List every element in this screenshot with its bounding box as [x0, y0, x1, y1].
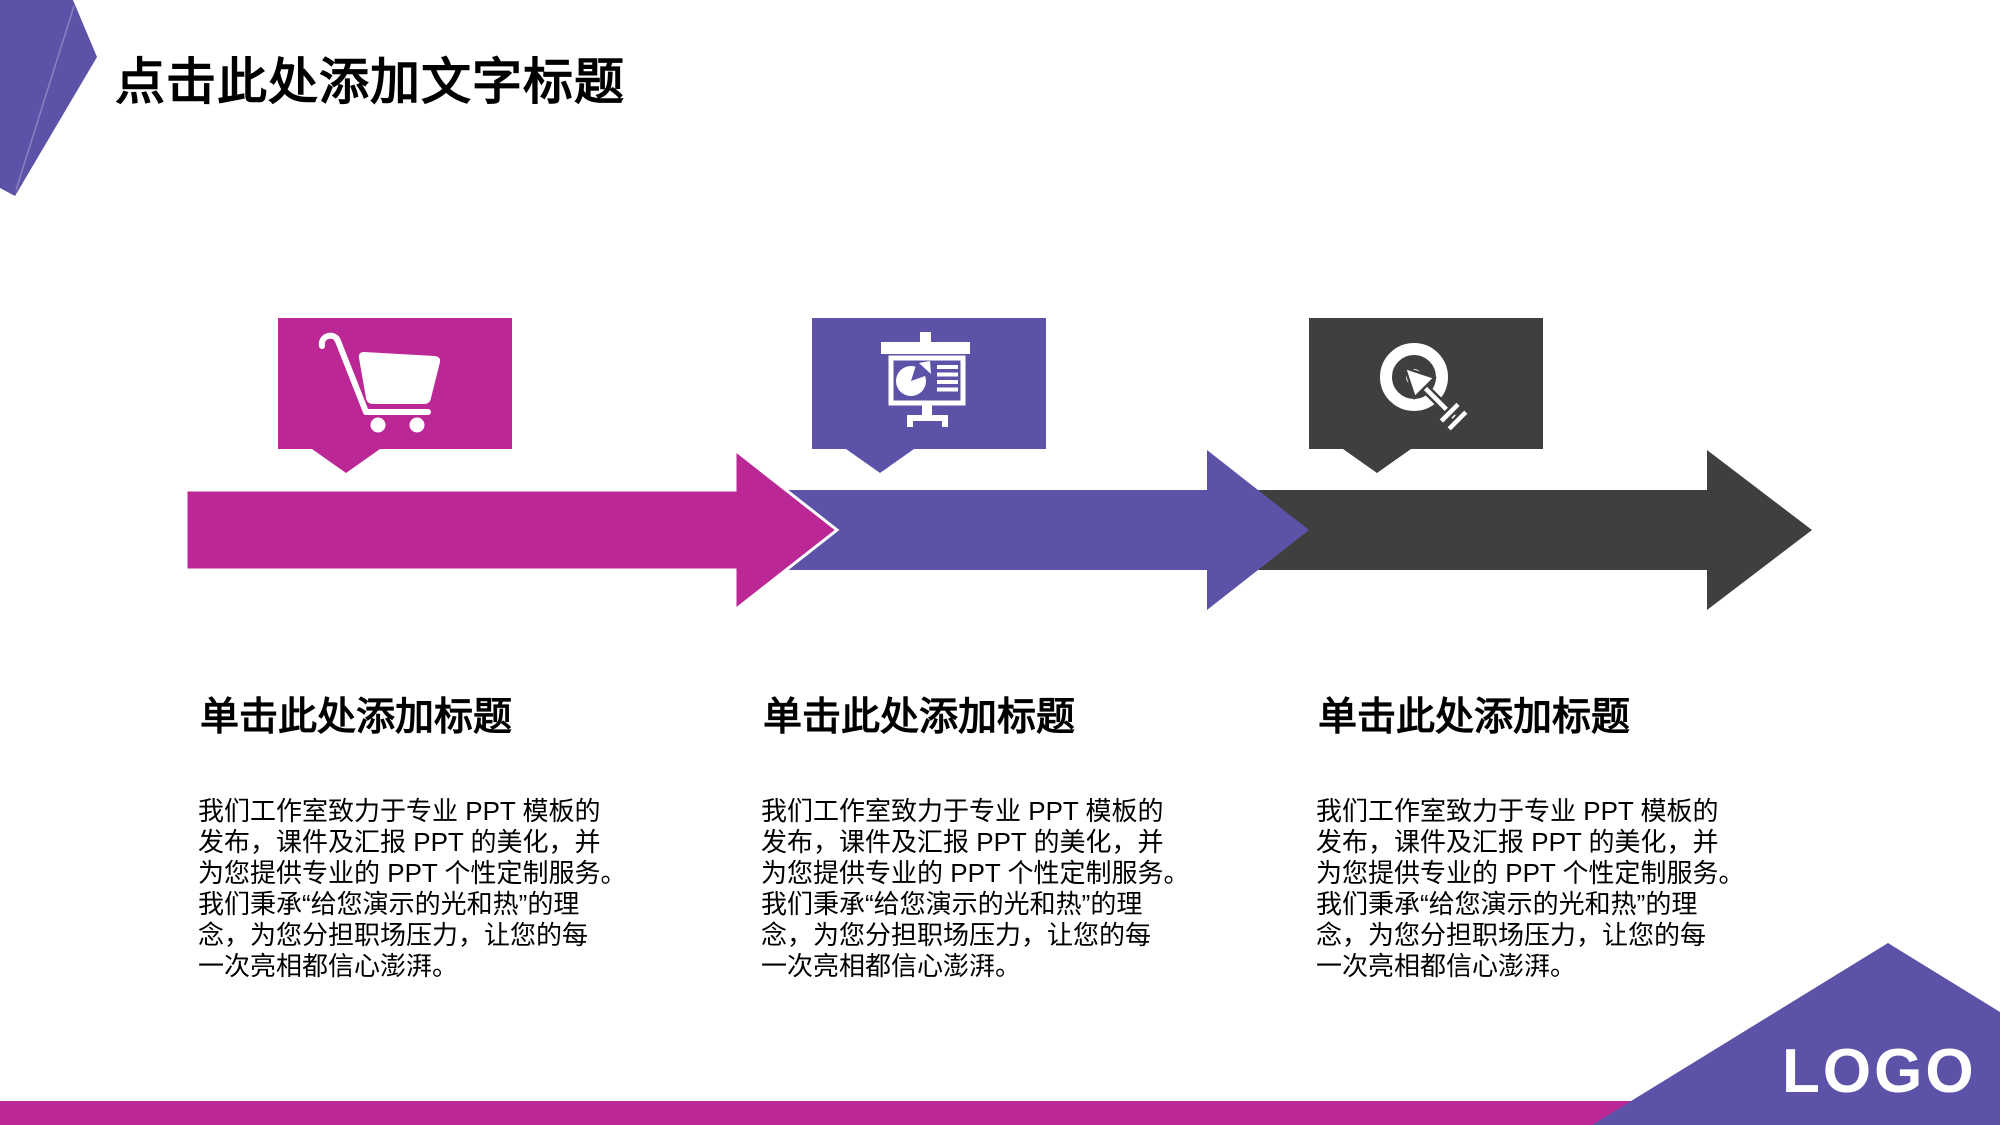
corner-decoration-top-left — [0, 0, 97, 196]
logo-text: LOGO — [1782, 1037, 1977, 1106]
step-1-body-text[interactable]: 我们工作室致力于专业 PPT 模板的 发布，课件及汇报 PPT 的美化，并 为您… — [198, 796, 627, 981]
corner-decoration-shape — [1592, 943, 2000, 1125]
shopping-cart-icon — [318, 332, 441, 433]
slide-title-placeholder[interactable]: 点击此处添加文字标题 — [115, 54, 625, 110]
corner-decoration-seam — [15, 5, 75, 191]
target-arrow-icon — [1380, 343, 1471, 434]
arrow-step-3 — [1248, 450, 1812, 610]
presentation-chart-icon — [881, 332, 970, 427]
step-icon-card-1 — [278, 318, 512, 473]
corner-decoration-bottom-right — [1592, 943, 2000, 1125]
step-2-body-text[interactable]: 我们工作室致力于专业 PPT 模板的 发布，课件及汇报 PPT 的美化，并 为您… — [761, 796, 1190, 981]
arrow-step-1 — [184, 446, 840, 614]
step-icon-card-3 — [1309, 318, 1543, 473]
step-icon-card-2 — [812, 318, 1046, 473]
step-1-heading[interactable]: 单击此处添加标题 — [200, 696, 513, 739]
step-3-body-text[interactable]: 我们工作室致力于专业 PPT 模板的 发布，课件及汇报 PPT 的美化，并 为您… — [1316, 796, 1745, 981]
step-2-heading[interactable]: 单击此处添加标题 — [763, 696, 1076, 739]
step-3-heading[interactable]: 单击此处添加标题 — [1318, 696, 1631, 739]
corner-decoration-shape — [0, 0, 97, 196]
arrow-step-2 — [755, 450, 1309, 610]
speech-bubble-shape — [812, 318, 1046, 473]
